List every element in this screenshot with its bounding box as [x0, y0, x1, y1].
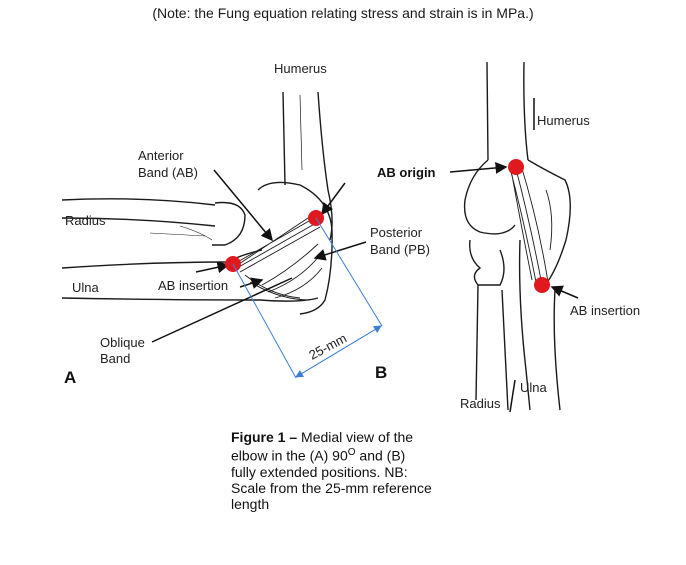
ab-origin-marker-b [508, 159, 524, 175]
label-humerus-b: Humerus [537, 113, 590, 128]
posterior-fan-a [261, 243, 323, 299]
label-oblique-band-2: Band [100, 351, 130, 366]
scale-bar [232, 217, 383, 379]
caption-text-1: Medial view of the [297, 429, 414, 445]
panel-letter-a: A [64, 368, 76, 387]
panel-b [463, 61, 571, 411]
ab-insertion-marker-b [534, 277, 550, 293]
ulna-bone-b [518, 239, 561, 411]
label-posterior-band-1: Posterior [370, 225, 423, 240]
label-radius-b: Radius [460, 396, 501, 411]
caption-text-5: length [231, 495, 270, 512]
label-anterior-band-2: Band (AB) [138, 165, 198, 180]
panel-a [61, 91, 333, 315]
anterior-band-b [509, 161, 549, 288]
instruction-note: (Note: the Fung equation relating stress… [152, 5, 534, 21]
caption-title: Figure 1 – [231, 429, 298, 445]
humerus-condyle-b [463, 159, 571, 286]
label-humerus-a: Humerus [274, 61, 327, 76]
ulna-bone-a [61, 261, 319, 302]
label-ab-insertion-a: AB insertion [158, 278, 228, 293]
anterior-band-fibres-a [233, 213, 321, 273]
label-oblique-band-1: Oblique [100, 335, 145, 350]
label-posterior-band-2: Band (PB) [370, 242, 430, 257]
caption-text-3: fully extended positions. NB: [231, 463, 408, 480]
panel-b-pointers [449, 98, 579, 413]
radius-bone-a [61, 198, 216, 227]
label-radius-a: Radius [65, 213, 106, 228]
label-ulna-b: Ulna [520, 380, 548, 395]
caption-degree: O [347, 447, 356, 458]
caption-text-2: elbow in the (A) 90 [231, 447, 348, 464]
humerus-bone-b [486, 61, 529, 161]
radius-bone-b [475, 284, 509, 411]
label-ab-origin: AB origin [377, 165, 436, 180]
label-anterior-band-1: Anterior [138, 148, 184, 163]
caption-text-2b: and (B) [355, 447, 406, 464]
caption-text-4: Scale from the 25-mm reference [231, 479, 432, 496]
radius-head-b [469, 239, 505, 286]
humerus-condyle-a [257, 181, 333, 315]
label-ulna-a: Ulna [72, 280, 100, 295]
panel-a-pointers [151, 169, 367, 343]
panel-letter-b: B [375, 363, 387, 382]
label-ab-insertion-b: AB insertion [570, 303, 640, 318]
figure-caption: Figure 1 – Medial view of the elbow in t… [231, 429, 476, 512]
